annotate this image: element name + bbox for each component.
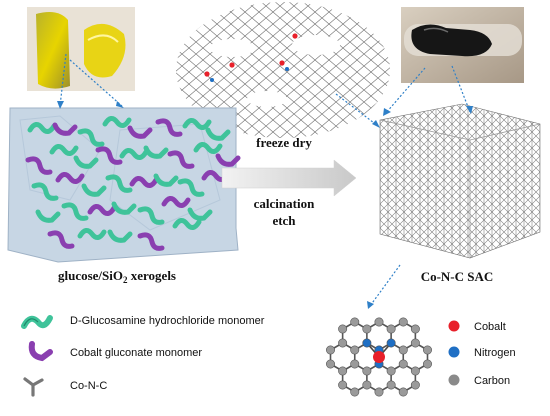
cobalt-dot <box>448 320 460 332</box>
carbon-atom <box>326 345 336 355</box>
nitrogen-atom <box>386 338 396 348</box>
porous-carbon-cube <box>379 103 541 259</box>
co-n-c-icon <box>23 377 44 397</box>
etch-label: etch <box>272 213 296 228</box>
gel-block <box>7 107 239 263</box>
xerogel-caption-prefix: glucose/SiO <box>58 268 123 283</box>
gluconate-strand <box>215 153 241 167</box>
glucosamine-strand <box>107 229 133 243</box>
gluconate-strand <box>87 204 117 216</box>
cobalt-atom <box>373 351 385 363</box>
glucosamine-strand <box>182 118 212 130</box>
glucosamine-strand <box>119 148 149 160</box>
carbon-atom <box>350 345 360 355</box>
glucosamine-strand <box>205 127 231 141</box>
glucosamine-monomer-icon <box>21 315 53 329</box>
carbon-atom <box>350 387 360 397</box>
xerogel-caption-suffix: xerogels <box>128 268 177 283</box>
glucosamine-strand <box>61 202 89 221</box>
cobalt-label: Cobalt <box>474 321 506 333</box>
glucosamine-strand <box>77 228 107 240</box>
carbon-atom <box>374 317 384 327</box>
carbon-atom <box>362 324 372 334</box>
glucosamine-strand <box>177 178 205 197</box>
freeze-dry-label: freeze dry <box>256 135 312 150</box>
carbon-label: Carbon <box>474 375 510 387</box>
glucosamine-strand <box>193 142 223 154</box>
carbon-atom <box>422 345 432 355</box>
glucosamine-strand <box>153 173 179 187</box>
glucosamine-strand <box>111 201 137 215</box>
carbon-atom <box>326 359 336 369</box>
carbon-atom <box>386 380 396 390</box>
glucosamine-strand <box>187 207 213 221</box>
glucosamine-strand <box>49 144 79 156</box>
glucosamine-strand <box>35 209 61 223</box>
glucosamine-strand <box>102 116 132 128</box>
carbon-atom <box>362 380 372 390</box>
carbon-atom <box>338 380 348 390</box>
carbon-atom <box>338 338 348 348</box>
carbon-atom <box>410 366 420 376</box>
gluconate-strand <box>95 146 123 165</box>
xerogel-photo <box>27 7 135 91</box>
glucosamine-strand <box>143 145 169 159</box>
legend-label-co-n-c: Co-N-C <box>70 380 107 392</box>
carbon-dot <box>448 374 460 386</box>
gluconate-strand <box>161 196 191 208</box>
gluconate-strand <box>25 156 53 175</box>
gluconate-strand <box>155 118 183 137</box>
connector-arrows <box>59 53 471 307</box>
glucosamine-strand <box>77 128 105 147</box>
xerogel-caption: glucose/SiO2 xerogels <box>58 268 176 285</box>
carbon-atom <box>350 359 360 369</box>
co-n-c-structure <box>326 317 432 397</box>
carbon-atom <box>374 387 384 397</box>
xerogel-caption-sub: 2 <box>123 275 128 285</box>
glucosamine-strand <box>81 183 107 197</box>
product-photo <box>401 7 524 83</box>
carbon-atom <box>386 366 396 376</box>
arrow-heads <box>57 101 473 309</box>
carbon-atom <box>410 338 420 348</box>
carbon-atom <box>398 317 408 327</box>
gluconate-strand <box>47 230 75 249</box>
gluconate-strand <box>52 122 78 136</box>
glucosamine-strand <box>27 122 57 134</box>
legend-label-glucosamine: D-Glucosamine hydrochloride monomer <box>70 315 265 327</box>
carbon-atom <box>338 324 348 334</box>
legend-label-gluconate: Cobalt gluconate monomer <box>70 347 202 359</box>
calcination-label: calcination <box>254 196 315 211</box>
carbon-atom <box>338 366 348 376</box>
catalyst-caption: Co-N-C SAC <box>421 269 494 284</box>
glucosamine-strand <box>105 174 133 193</box>
process-arrow <box>221 159 357 197</box>
glucosamine-strand <box>31 182 59 201</box>
carbon-atom <box>398 359 408 369</box>
carbon-atom <box>410 380 420 390</box>
nitrogen-atom <box>362 338 372 348</box>
carbon-atom <box>350 317 360 327</box>
glucosamine-strand <box>172 218 202 230</box>
gluconate-strand <box>129 176 159 188</box>
carbon-atom <box>386 324 396 334</box>
carbon-atom <box>422 359 432 369</box>
monomer-strands <box>25 116 241 251</box>
gluconate-strand <box>167 150 195 169</box>
nitrogen-label: Nitrogen <box>474 347 516 359</box>
glucosamine-strand <box>73 155 99 169</box>
nitrogen-dot <box>448 346 460 358</box>
cobalt-gluconate-monomer-icon <box>28 341 53 362</box>
carbon-atom <box>398 345 408 355</box>
glucosamine-strand <box>137 206 165 225</box>
gluconate-strand <box>55 172 85 184</box>
carbon-atom <box>362 366 372 376</box>
carbon-atom <box>410 324 420 334</box>
gluconate-strand <box>127 125 153 139</box>
gluconate-strand <box>137 232 165 251</box>
carbon-atom <box>398 387 408 397</box>
